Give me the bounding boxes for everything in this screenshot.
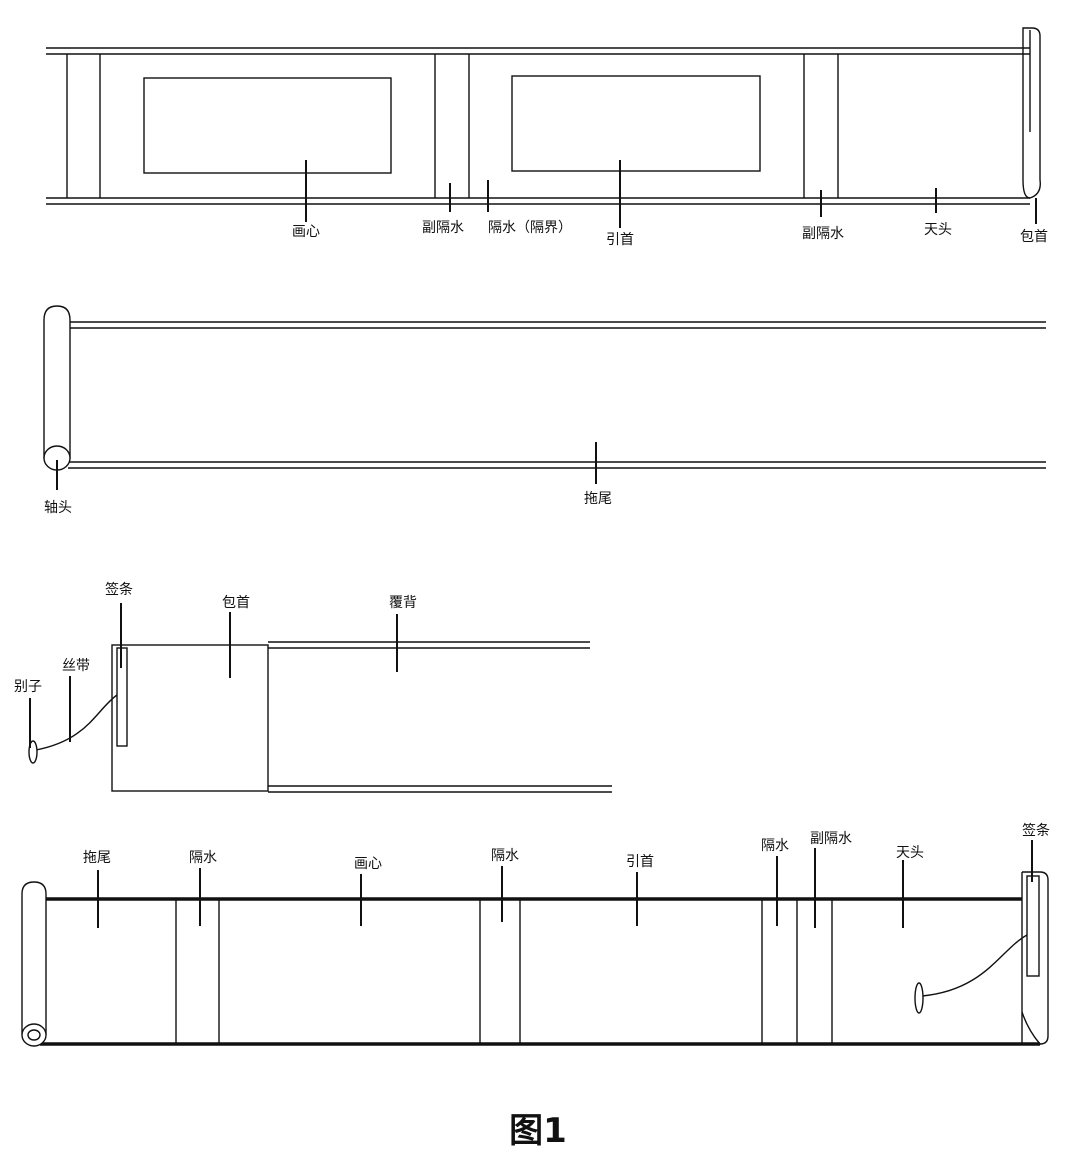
d4-label-slip [1026, 875, 1040, 977]
d3-label-sidai: 丝带 [62, 658, 90, 674]
d4-roller-core [27, 1029, 41, 1041]
d3-silk-ribbon [35, 694, 118, 751]
d1-wrapped-head [1022, 27, 1041, 199]
d1-label-geshui-gejie: 隔水（隔界） [488, 220, 572, 236]
d4-label-geshui-1: 隔水 [189, 850, 217, 866]
d2-label-tuowei: 拖尾 [584, 491, 612, 507]
d4-label-yinshou: 引首 [626, 854, 654, 870]
d4-wrapped-head-curl [1021, 1011, 1041, 1045]
d2-label-zhoutou: 轴头 [44, 500, 72, 516]
d3-label-biezi: 别子 [14, 679, 42, 695]
d3-wrapped-head-box [111, 644, 269, 792]
d1-label-yinshou: 引首 [606, 232, 634, 248]
diagram-3-head-detail: 签条 包首 覆背 别子 丝带 [14, 581, 612, 793]
d1-label-fugeshui-left: 副隔水 [422, 220, 464, 236]
d1-frontispiece-panel [511, 75, 761, 172]
d4-label-geshui-2: 隔水 [491, 848, 519, 864]
d1-painting-panel [143, 77, 392, 174]
d4-silk-ribbon [921, 934, 1028, 997]
d4-toggle [914, 982, 924, 1014]
diagram-4-full-scroll: 拖尾 隔水 画心 隔水 引首 隔水 副隔水 天头 签条 [21, 822, 1050, 1047]
d1-label-fugeshui-right: 副隔水 [802, 226, 844, 242]
d4-roller-end [21, 1023, 47, 1047]
d4-label-tuowei: 拖尾 [83, 850, 111, 866]
d4-roller-body [21, 881, 47, 1035]
d4-label-tiantou: 天头 [896, 845, 924, 861]
d4-label-fugeshui: 副隔水 [810, 831, 852, 847]
d3-label-fubei: 覆背 [389, 595, 417, 611]
d3-label-baoshou: 包首 [222, 595, 250, 611]
diagram-1-unrolled-scroll: 画心 副隔水 隔水（隔界） 引首 副隔水 天头 包首 [46, 27, 1048, 248]
d1-label-tiantou: 天头 [924, 222, 952, 238]
d4-label-huaxin: 画心 [354, 856, 382, 872]
d1-label-huaxin: 画心 [292, 224, 320, 240]
d4-label-qiantiao: 签条 [1022, 822, 1050, 839]
d3-label-qiantiao: 签条 [105, 581, 133, 598]
figure-caption: 图1 [509, 1111, 567, 1151]
diagram-2-scroll-back: 轴头 拖尾 [43, 305, 1046, 516]
d4-label-geshui-3: 隔水 [761, 838, 789, 854]
d2-roller-body [43, 305, 71, 459]
d1-label-baoshou: 包首 [1020, 229, 1048, 245]
d4-wrapped-head [1021, 871, 1049, 1045]
